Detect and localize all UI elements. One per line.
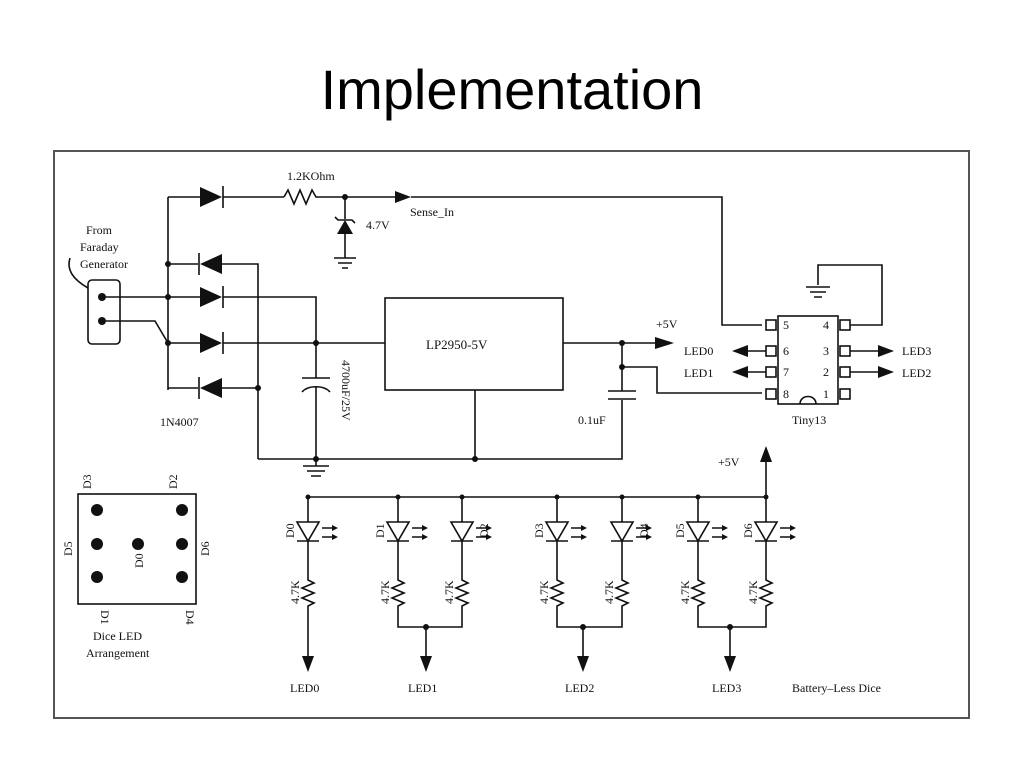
- vcc-reg-label: +5V: [656, 317, 678, 331]
- resistor-label-2: 4.7K: [442, 580, 456, 604]
- dice-title-2: Arrangement: [86, 646, 150, 660]
- bulk-capacitor: [301, 343, 331, 459]
- led-resistor-icon-5: [689, 541, 707, 610]
- dice-label-d6: D6: [198, 541, 212, 556]
- led-icon-6: [753, 521, 779, 543]
- resistor-label-5: 4.7K: [678, 580, 692, 604]
- led-column-2: D2 4.7K: [442, 497, 492, 610]
- led-icon-3: [544, 521, 570, 543]
- dice-title-1: Dice LED: [93, 629, 142, 643]
- mcu-pin-8: 8: [783, 387, 789, 401]
- cap-small-label: 0.1uF: [578, 413, 606, 427]
- led-label-6: D6: [741, 523, 755, 538]
- resistor-label-4: 4.7K: [602, 580, 616, 604]
- led-resistor-icon-6: [757, 541, 775, 610]
- mcu-left-label-1: LED0: [684, 344, 713, 358]
- led-column-0: D0 4.7K: [283, 497, 338, 610]
- ground-zener-icon: [334, 257, 356, 269]
- source-label-3: Generator: [80, 257, 128, 271]
- vcc-led-label: +5V: [718, 455, 740, 469]
- led-column-5: D5 4.7K: [673, 497, 728, 610]
- resistor-label: 1.2KOhm: [287, 169, 335, 183]
- led-column-4: D4 4.7K: [602, 497, 652, 610]
- led-icon-0: [295, 521, 321, 543]
- ground-rail: [258, 400, 623, 460]
- led-label-5: D5: [673, 523, 687, 538]
- mcu-right-label-1: LED3: [902, 344, 931, 358]
- source-label-1: From: [86, 223, 113, 237]
- led-icon-4: [609, 521, 635, 543]
- mcu-left-label-2: LED1: [684, 366, 713, 380]
- source-label-2: Faraday: [80, 240, 119, 254]
- zener-label: 4.7V: [366, 218, 390, 232]
- output-label-led1: LED1: [408, 681, 437, 695]
- resistor-1k2-icon: [283, 187, 345, 207]
- decoupling-capacitor: [608, 343, 762, 400]
- led-icon-1: [385, 521, 411, 543]
- mcu-name: Tiny13: [792, 413, 826, 427]
- led-resistor-icon-3: [548, 541, 566, 610]
- zener-diode-icon: [337, 220, 353, 234]
- mcu-pin-7: 7: [783, 365, 789, 379]
- ground-main-icon: [303, 459, 329, 477]
- bridge-diode-1-icon: [200, 254, 222, 274]
- led-columns: D0 4.7K D1 4.7K D2 4.7K D3 4.7K D4 4.7K D5 4.7K D6 4.…: [283, 497, 796, 610]
- output-label-led3: LED3: [712, 681, 741, 695]
- mcu-right-label-2: LED2: [902, 366, 931, 380]
- mcu-chip: [732, 264, 894, 405]
- led-column-1: D1 4.7K: [373, 497, 428, 610]
- input-top-rail: [167, 186, 762, 390]
- led-resistor-icon-0: [299, 541, 317, 610]
- schematic-frame: [53, 150, 970, 719]
- led-resistor-icon-2: [453, 541, 471, 610]
- mcu-pin-4: 4: [823, 318, 829, 332]
- led-icon-2: [449, 521, 475, 543]
- resistor-label-6: 4.7K: [746, 580, 760, 604]
- led-outputs: [302, 610, 767, 672]
- schematic-caption: Battery–Less Dice: [792, 681, 881, 695]
- dice-label-d5: D5: [61, 541, 75, 556]
- led-column-6: D6 4.7K: [741, 497, 796, 610]
- dice-label-d3: D3: [80, 474, 94, 489]
- led-label-3: D3: [532, 523, 546, 538]
- output-label-led2: LED2: [565, 681, 594, 695]
- bridge-diode-3-icon: [200, 333, 222, 353]
- slide-title: Implementation: [320, 58, 704, 121]
- resistor-label-3: 4.7K: [537, 580, 551, 604]
- mcu-pin-2: 2: [823, 365, 829, 379]
- dice-label-d2: D2: [166, 474, 180, 489]
- mcu-pin-5: 5: [783, 318, 789, 332]
- led-icon-5: [685, 521, 711, 543]
- resistor-label-1: 4.7K: [378, 580, 392, 604]
- mcu-pin-6: 6: [783, 344, 789, 358]
- led-label-2: D2: [477, 523, 491, 538]
- bridge-rectifier: [165, 253, 385, 459]
- led-resistor-icon-4: [613, 541, 631, 610]
- output-label-led0: LED0: [290, 681, 319, 695]
- dice-label-d0: D0: [132, 553, 146, 568]
- dice-label-d1: D1: [98, 610, 112, 625]
- vcc-arrow-icon: [655, 337, 674, 349]
- dice-arrangement: [77, 493, 197, 605]
- sense-label: Sense_In: [410, 205, 454, 219]
- diode-part-label: 1N4007: [160, 415, 199, 429]
- cap-big-label: 4700uF/25V: [339, 360, 353, 421]
- led-column-3: D3 4.7K: [532, 497, 587, 610]
- regulator-label: LP2950-5V: [426, 337, 488, 352]
- resistor-label-0: 4.7K: [288, 580, 302, 604]
- mcu-pin-1: 1: [823, 387, 829, 401]
- bridge-diode-2-icon: [200, 287, 222, 307]
- mcu-pin-3: 3: [823, 344, 829, 358]
- led-bank: [305, 446, 772, 500]
- led-label-4: D4: [637, 523, 651, 538]
- regulator-box: [384, 297, 564, 391]
- dice-label-d4: D4: [183, 610, 197, 625]
- led-label-1: D1: [373, 523, 387, 538]
- bridge-diode-4-icon: [200, 378, 222, 398]
- led-label-0: D0: [283, 523, 297, 538]
- led-resistor-icon-1: [389, 541, 407, 610]
- diode-top-icon: [200, 187, 222, 207]
- source-connector: [68, 257, 200, 345]
